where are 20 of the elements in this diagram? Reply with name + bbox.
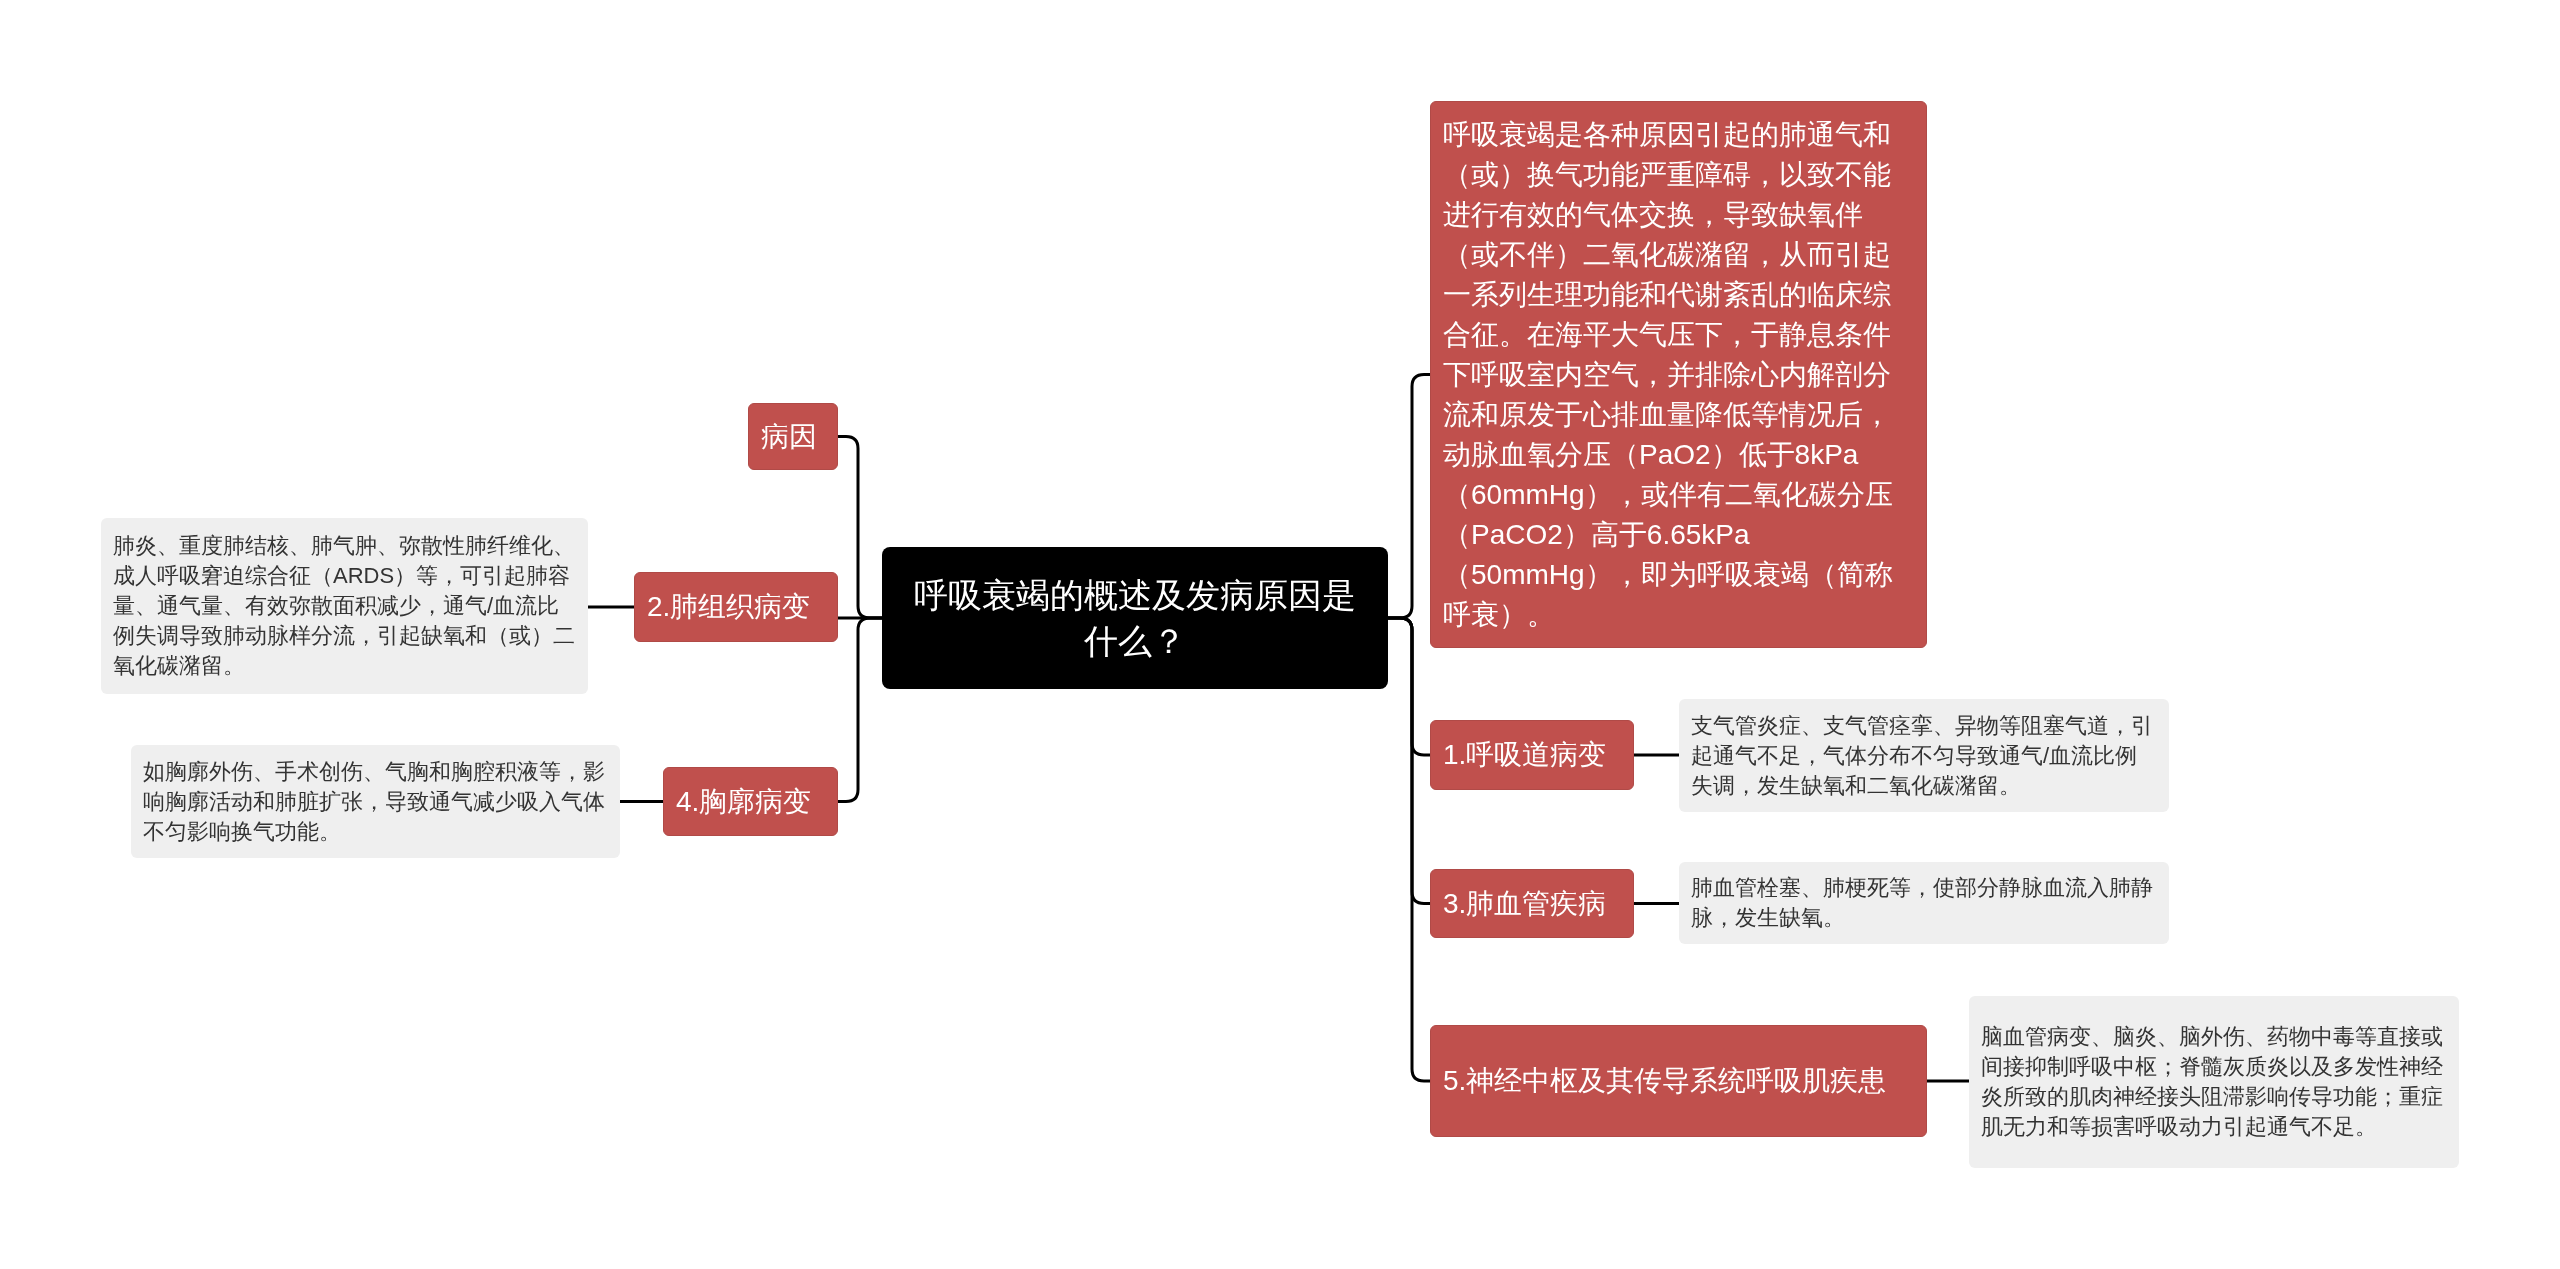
note-box: 如胸廓外伤、手术创伤、气胸和胸腔积液等，影响胸廓活动和肺脏扩张，导致通气减少吸入气体不匀影响换气功能。 bbox=[131, 745, 620, 858]
branch-box: 呼吸衰竭是各种原因引起的肺通气和（或）换气功能严重障碍，以致不能进行有效的气体交换，导致缺氧伴（或不伴）二氧化碳潴留，从而引起一系列生理功能和代谢紊乱的临床综合征。在海平大气压下，于静息条件下呼吸室内空气，并排除心内解剖分流和原发于心排血量降低等情况后，动脉血氧分压（PaO2）低于8kPa（60mmHg），或伴有二氧化碳分压（PaCO2）高于6.65kPa（50mmHg），即为呼吸衰竭（简称呼衰）。 bbox=[1430, 101, 1927, 648]
branch-box: 2.肺组织病变 bbox=[634, 572, 838, 642]
topic-box: 呼吸衰竭的概述及发病原因是什么？ bbox=[882, 547, 1388, 689]
note-box: 肺血管栓塞、肺梗死等，使部分静脉血流入肺静脉，发生缺氧。 bbox=[1679, 862, 2169, 944]
connector-line bbox=[620, 800, 663, 803]
branch-box: 5.神经中枢及其传导系统呼吸肌疾患 bbox=[1430, 1025, 1927, 1137]
connector-line bbox=[588, 605, 634, 609]
branch-box: 病因 bbox=[748, 403, 838, 470]
connector-line bbox=[1634, 753, 1679, 757]
connector-line bbox=[1927, 1079, 1969, 1083]
branch-box: 3.肺血管疾病 bbox=[1430, 869, 1634, 938]
connector-line bbox=[838, 616, 882, 803]
connector-line bbox=[1388, 616, 1430, 1083]
branch-box: 4.胸廓病变 bbox=[663, 767, 838, 836]
note-box: 脑血管病变、脑炎、脑外伤、药物中毒等直接或间接抑制呼吸中枢；脊髓灰质炎以及多发性神经炎所致的肌肉神经接头阻滞影响传导功能；重症肌无力和等损害呼吸动力引起通气不足。 bbox=[1969, 996, 2459, 1168]
connector-line bbox=[1634, 902, 1679, 905]
branch-box: 1.呼吸道病变 bbox=[1430, 720, 1634, 790]
note-box: 支气管炎症、支气管痉挛、异物等阻塞气道，引起通气不足，气体分布不匀导致通气/血流比例失调，发生缺氧和二氧化碳潴留。 bbox=[1679, 699, 2169, 812]
note-box: 肺炎、重度肺结核、肺气肿、弥散性肺纤维化、成人呼吸窘迫综合征（ARDS）等，可引起肺容量、通气量、有效弥散面积减少，通气/血流比例失调导致肺动脉样分流，引起缺氧和（或）二氧化碳潴留。 bbox=[101, 518, 588, 694]
